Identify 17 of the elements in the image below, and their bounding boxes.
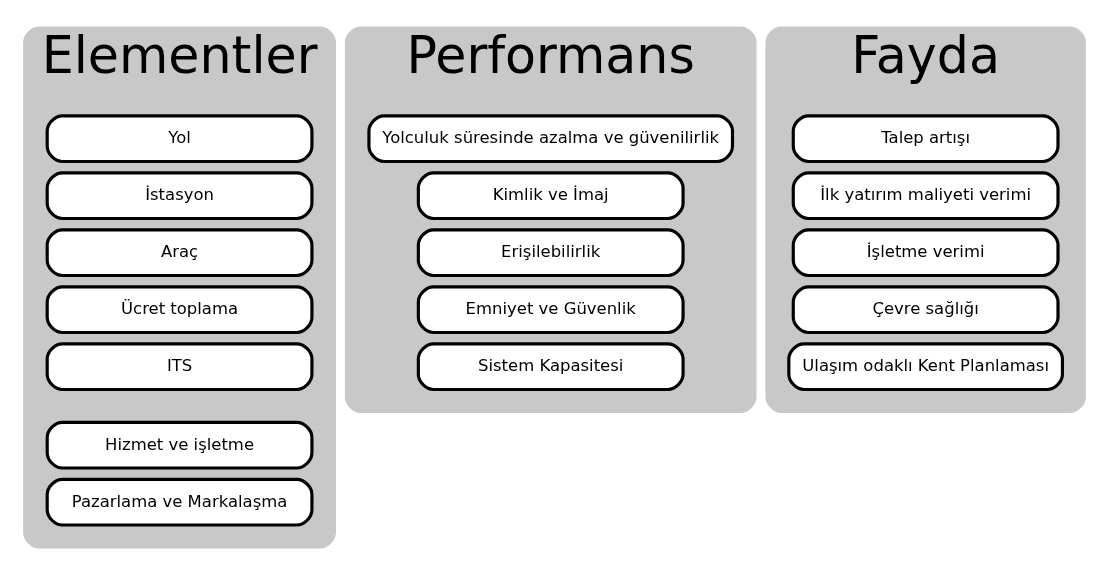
node-box: Araç [45,227,314,277]
node-box: ITS [45,341,314,391]
node-box: Talep artışı [791,113,1060,163]
node-box: Kimlik ve İmaj [416,170,685,220]
node-box: Ücret toplama [45,284,314,334]
node-box: Yol [45,113,314,163]
node-box: İlk yatırım maliyeti verimi [791,170,1060,220]
node-box: Ulaşım odaklı Kent Planlaması [787,341,1064,391]
node-box: Pazarlama ve Markalaşma [45,477,314,527]
node-box: Emniyet ve Güvenlik [416,284,685,334]
node-box: İstasyon [45,170,314,220]
node-box: Erişilebilirlik [416,227,685,277]
node-box: Sistem Kapasitesi [416,341,685,391]
node-box: Hizmet ve işletme [45,420,314,470]
node-box: Çevre sağlığı [791,284,1060,334]
node-box: Yolculuk süresinde azalma ve güvenilirlik [367,113,735,163]
node-box: İşletme verimi [791,227,1060,277]
